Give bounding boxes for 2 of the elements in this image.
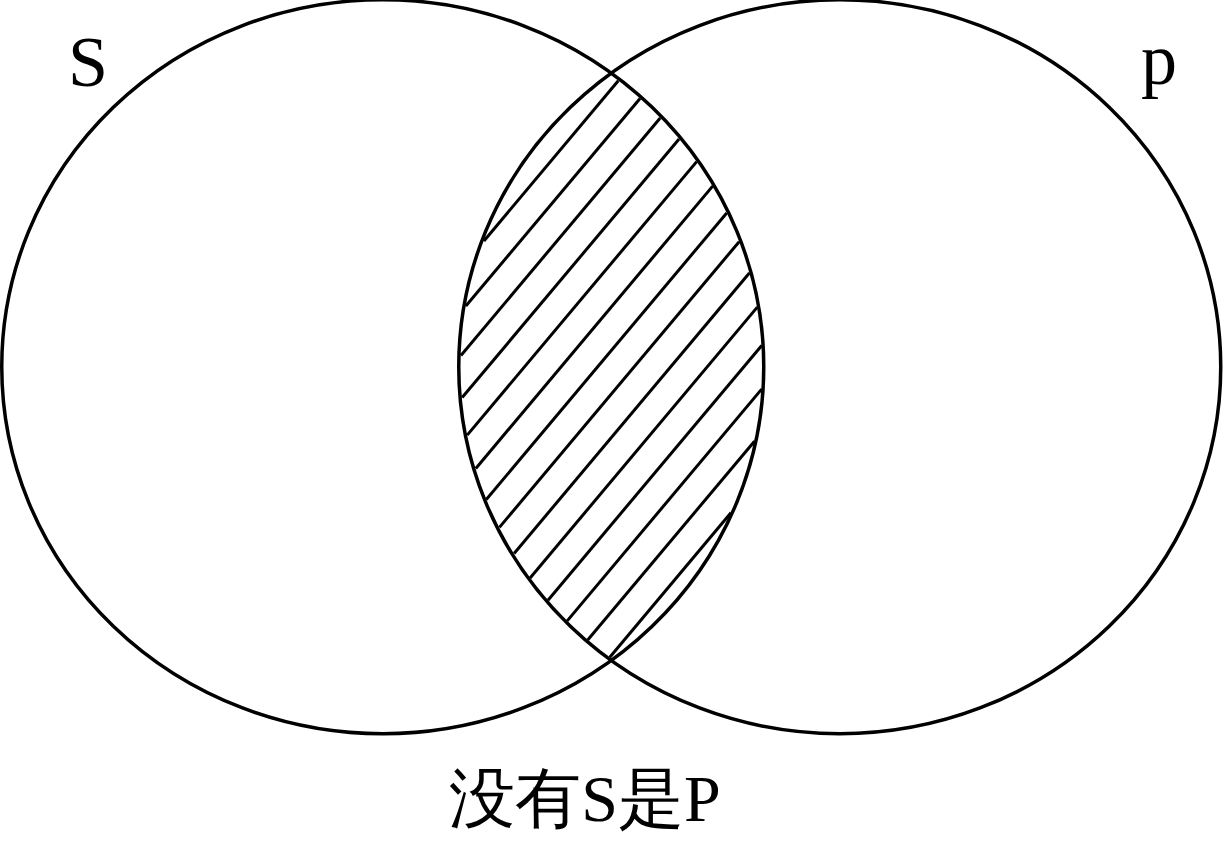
set-label: S [68,26,109,98]
caption: 没有S是P [449,766,721,832]
